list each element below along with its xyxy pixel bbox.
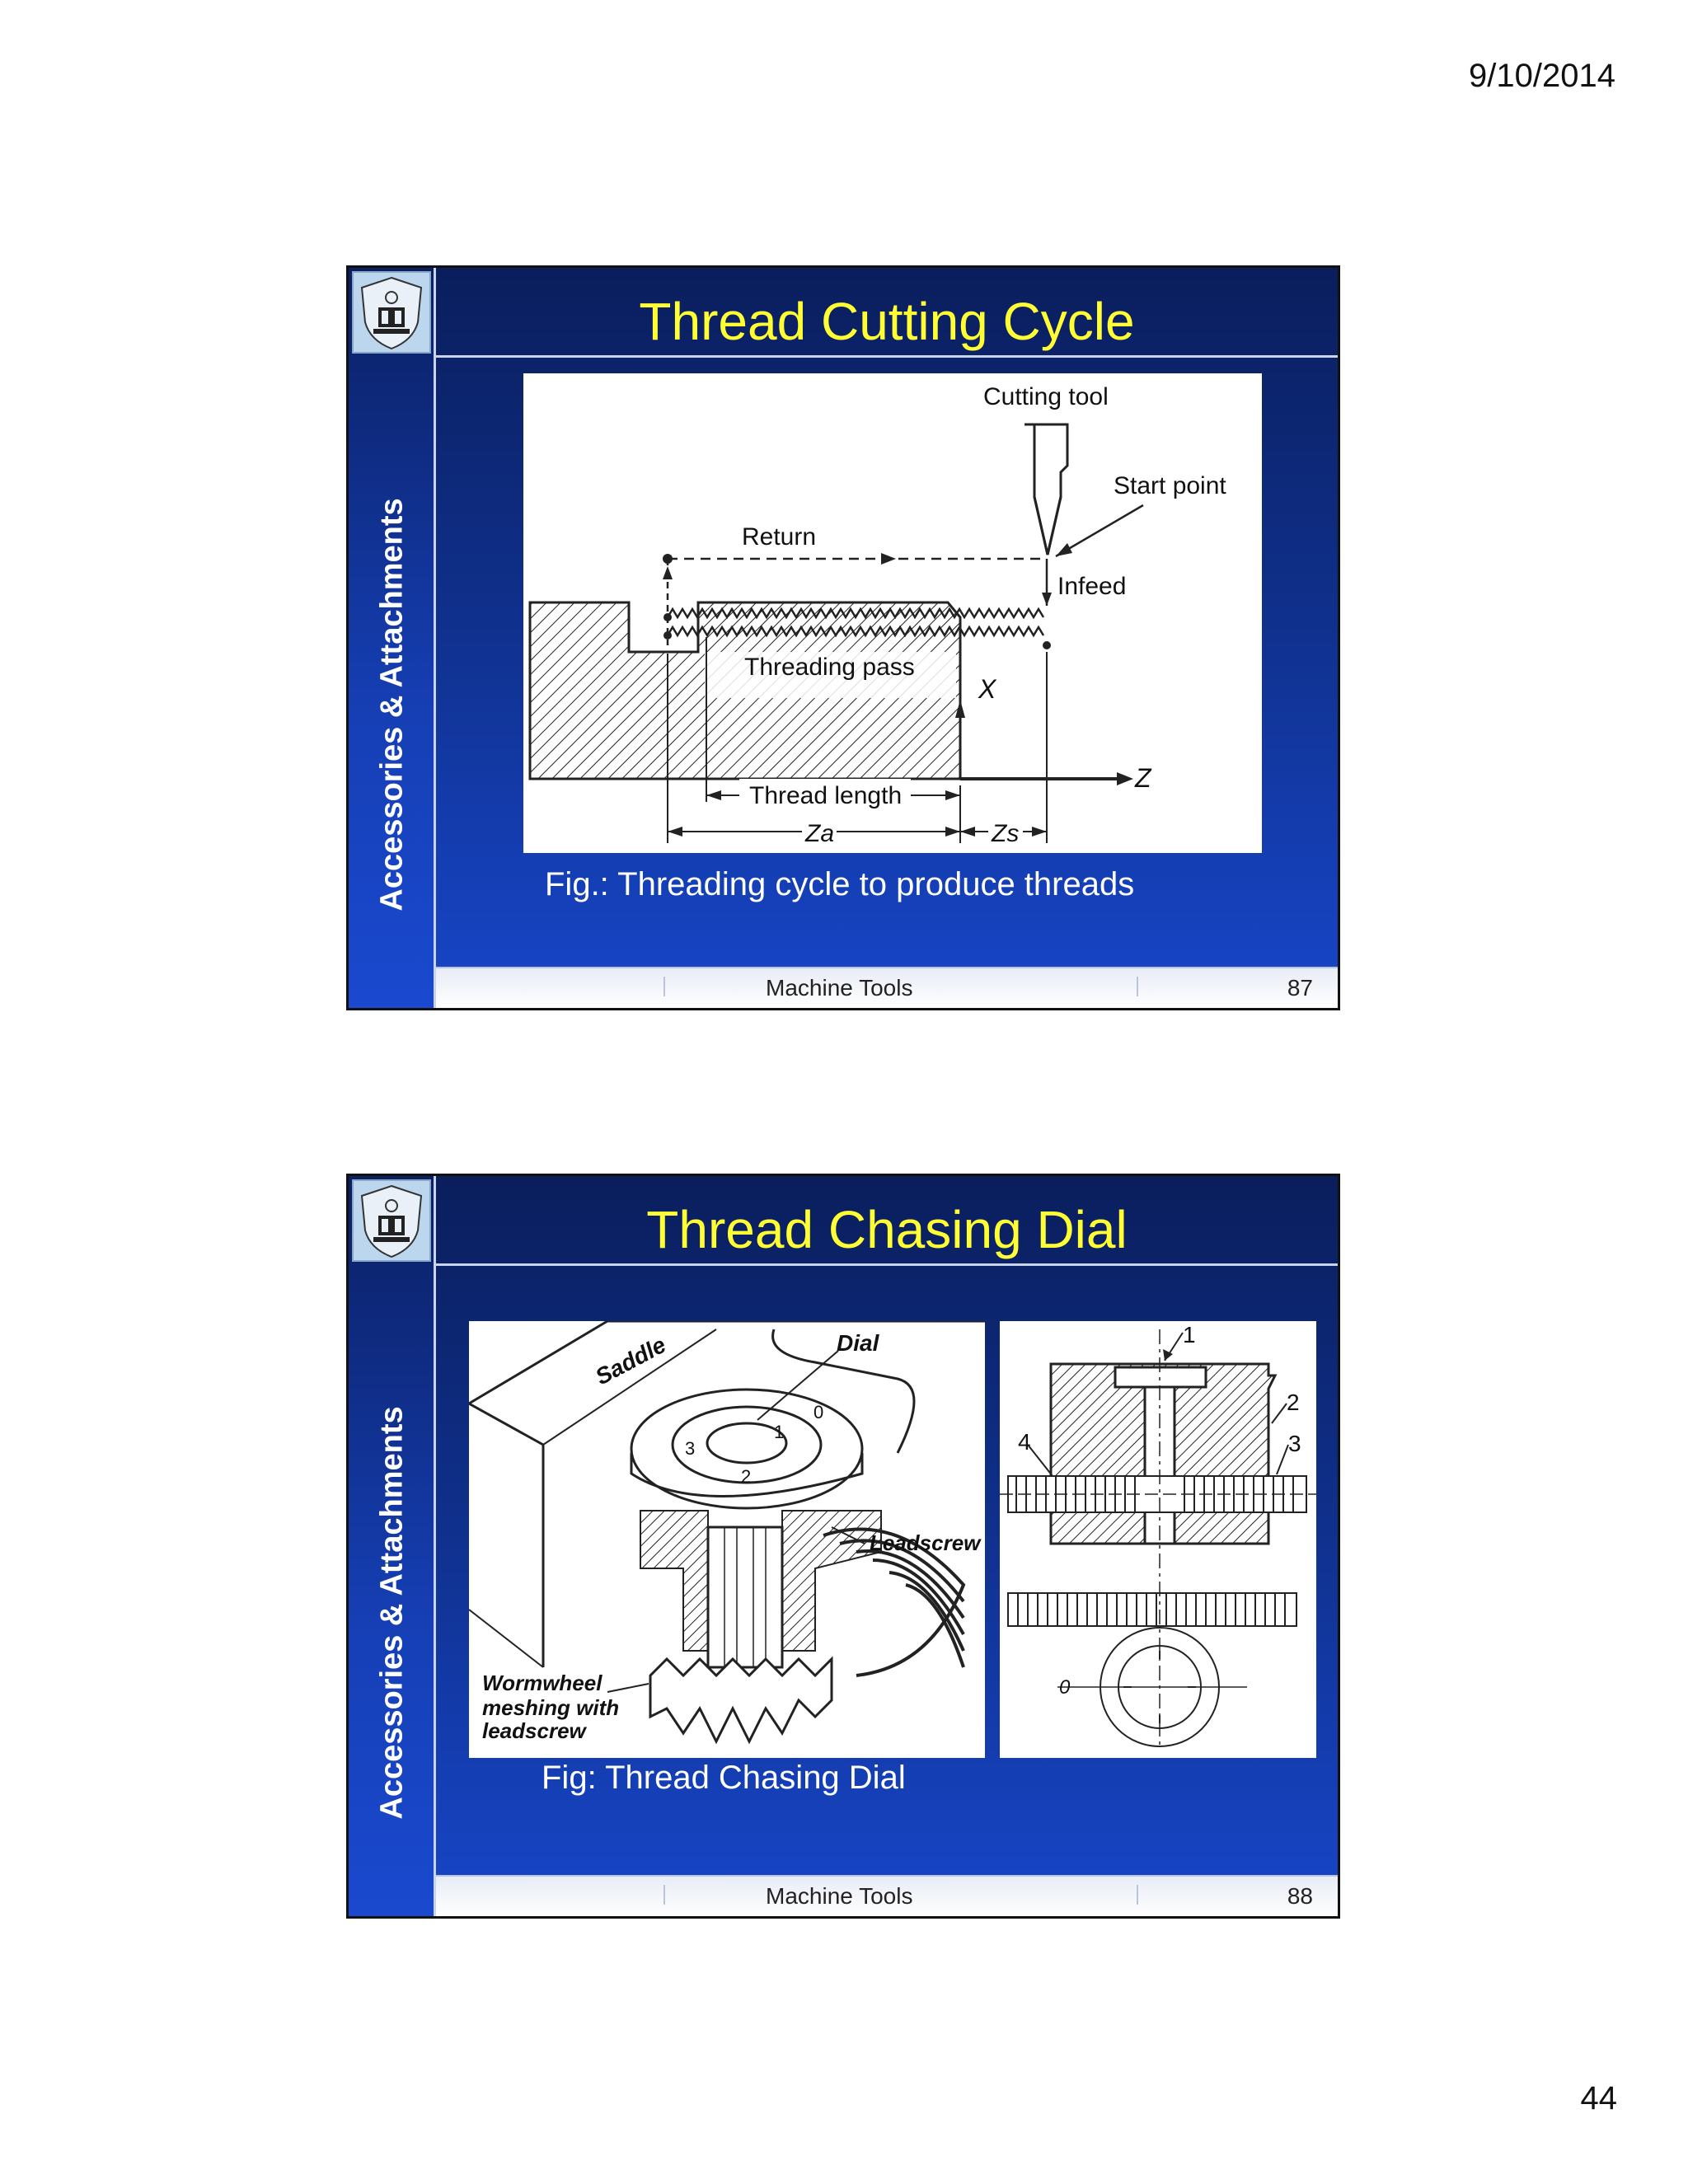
- start-point-pointer: [1055, 504, 1144, 558]
- slide-number: 88: [1287, 1883, 1313, 1909]
- threading-pass-label-bg: [705, 652, 956, 698]
- label-cutting-tool: Cutting tool: [983, 383, 1109, 410]
- slide-title: Thread Cutting Cycle: [639, 292, 1135, 351]
- label-number-1: 1: [1183, 1322, 1196, 1347]
- dial-mark-2: 2: [741, 1466, 751, 1487]
- page-number: 44: [1580, 2080, 1618, 2116]
- label-wormwheel: Wormwheel: [482, 1671, 603, 1695]
- sidebar-label: Accessories & Attachments: [374, 1406, 410, 1820]
- cutting-tool: [1025, 423, 1069, 555]
- label-zero: 0: [1059, 1676, 1071, 1699]
- figure-caption: Fig.: Threading cycle to produce threads: [545, 866, 1135, 902]
- label-number-3: 3: [1288, 1431, 1301, 1456]
- label-dial: Dial: [837, 1330, 880, 1356]
- title-divider: [436, 1263, 1338, 1266]
- slide-thread-cutting-cycle: Accessories & Attachments Thread Cutting…: [346, 265, 1340, 1010]
- slide-number: 87: [1287, 975, 1313, 1001]
- threading-cycle-figure: Cutting tool Start point Return Infeed T…: [523, 373, 1262, 853]
- saddle-edge: [468, 1402, 545, 1667]
- slide-footer: Machine Tools 88: [436, 1875, 1338, 1916]
- slide-thread-chasing-dial: Accessories & Attachments Thread Chasing…: [346, 1174, 1340, 1919]
- dial-mark-3: 3: [685, 1438, 695, 1459]
- chasing-dial-section-figure: 1 2 3 4 0: [1000, 1321, 1316, 1758]
- sidebar-label: Accessories & Attachments: [374, 498, 410, 912]
- title-divider: [436, 355, 1338, 358]
- slide-sidebar: Accessories & Attachments: [349, 1176, 436, 1916]
- label-saddle: Saddle: [591, 1332, 670, 1390]
- slide-title: Thread Chasing Dial: [646, 1200, 1128, 1259]
- label-thread-length: Thread length: [749, 782, 902, 809]
- institute-emblem-icon: [360, 1184, 423, 1258]
- institute-emblem-icon: [360, 276, 423, 350]
- label-x-axis: X: [978, 674, 997, 704]
- label-infeed: Infeed: [1057, 573, 1126, 600]
- label-z-axis: Z: [1134, 763, 1152, 793]
- threading-cycle-diagram: Cutting tool Start point Return Infeed T…: [528, 383, 1226, 847]
- label-leadscrew: Leadscrew: [870, 1530, 982, 1555]
- label-threading-pass: Threading pass: [744, 654, 915, 681]
- dial-shaft: [706, 1526, 784, 1669]
- footer-title: Machine Tools: [766, 975, 913, 1001]
- chasing-dial-illustration: Saddle Dial Leadscrew Wormwheel meshing …: [468, 1319, 985, 1745]
- figure-caption: Fig: Thread Chasing Dial: [542, 1760, 906, 1796]
- label-return: Return: [742, 523, 816, 551]
- label-number-4: 4: [1018, 1429, 1031, 1455]
- page-date: 9/10/2014: [1469, 58, 1615, 94]
- institute-logo: [352, 271, 431, 354]
- x-axis-arrow: [955, 700, 965, 718]
- thread-profile-bottom: [666, 625, 1045, 638]
- dial-mark-1: 1: [774, 1422, 784, 1442]
- z-axis-arrow: [1117, 772, 1133, 785]
- footer-title: Machine Tools: [766, 1883, 913, 1909]
- label-number-2: 2: [1287, 1390, 1300, 1415]
- label-meshing-with: meshing with: [482, 1695, 619, 1720]
- label-zs: Zs: [991, 820, 1019, 847]
- thread-profile-top: [666, 607, 1045, 620]
- chasing-dial-figure: Saddle Dial Leadscrew Wormwheel meshing …: [468, 1319, 985, 1758]
- leadscrew-bottom: [1007, 1592, 1297, 1627]
- slide-sidebar: Accessories & Attachments: [349, 268, 436, 1008]
- slide-footer: Machine Tools 87: [436, 967, 1338, 1008]
- chasing-dial-section-diagram: 1 2 3 4 0: [1000, 1322, 1316, 1750]
- wormwheel-shape: [649, 1656, 833, 1745]
- label-leadscrew-small: leadscrew: [482, 1718, 588, 1743]
- label-za: Za: [804, 820, 834, 847]
- leadscrew-shape: [823, 1527, 966, 1677]
- institute-logo: [352, 1179, 431, 1262]
- label-start-point: Start point: [1114, 472, 1226, 499]
- dial-mark-0: 0: [814, 1402, 823, 1422]
- return-arrow: [881, 553, 896, 565]
